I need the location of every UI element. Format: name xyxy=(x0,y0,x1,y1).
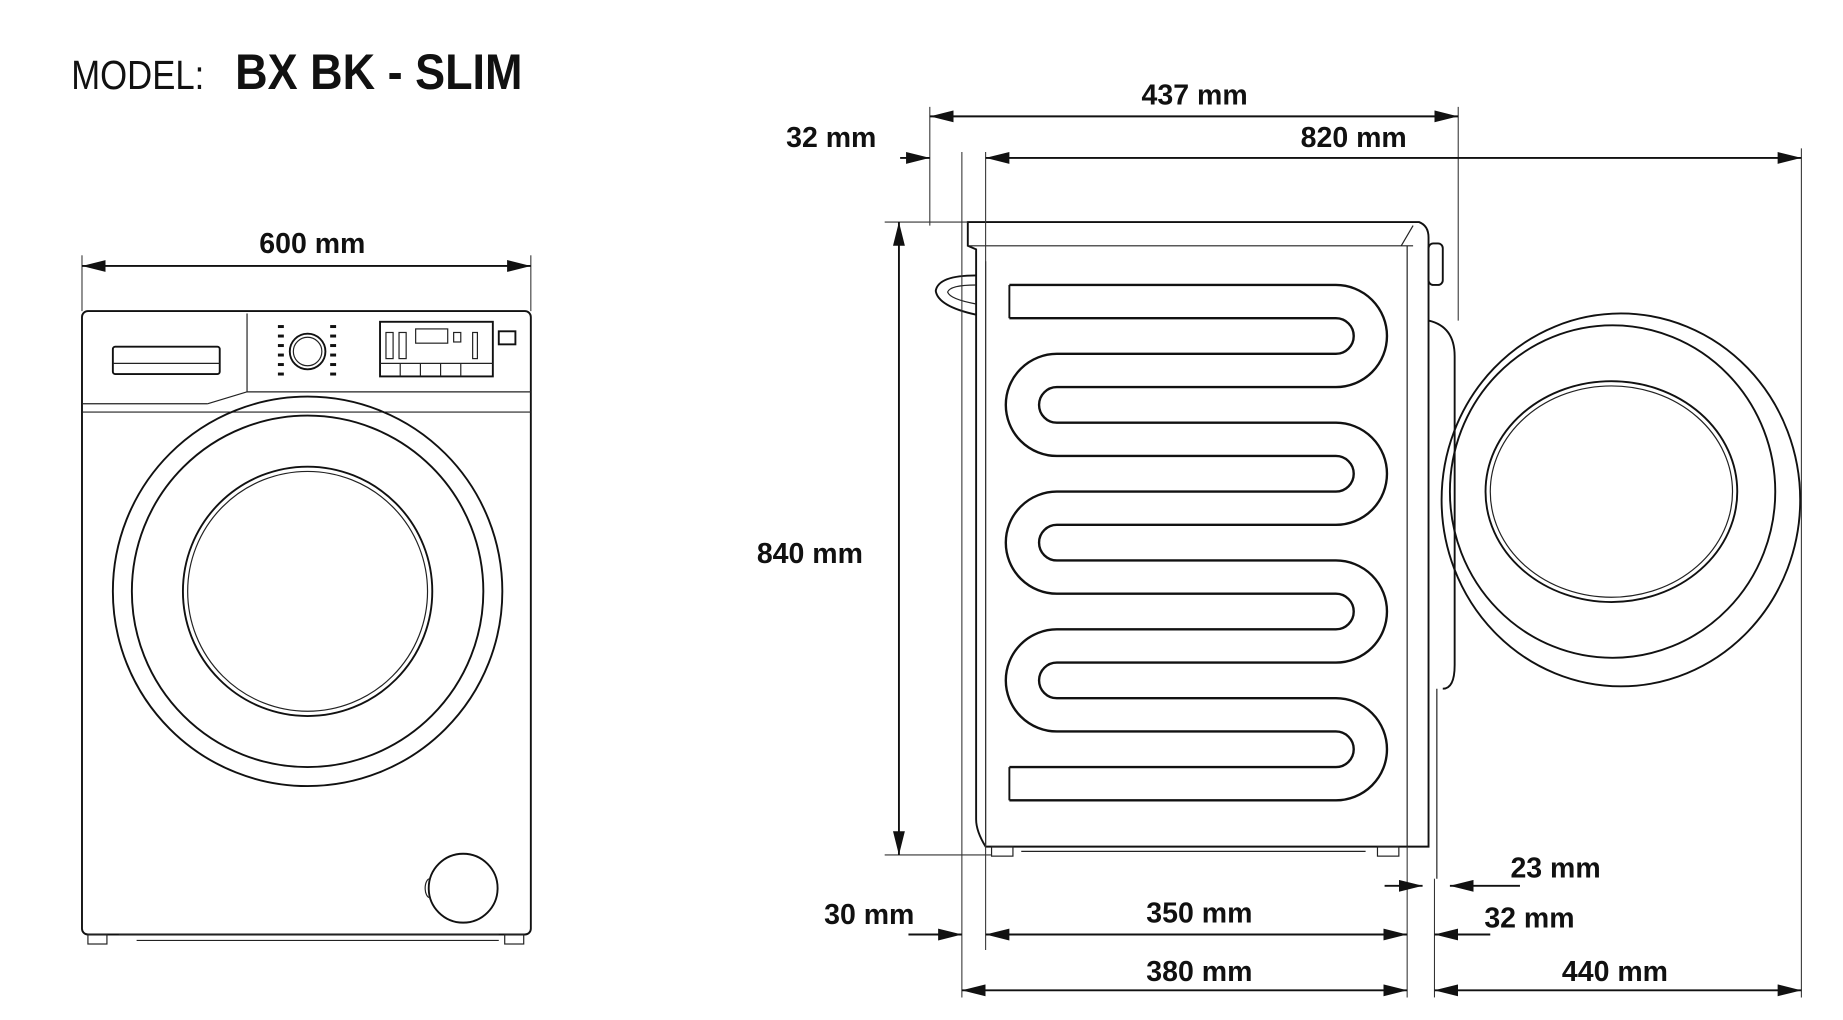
open-door-glass xyxy=(1484,380,1739,603)
front-offset-label: 32 mm xyxy=(1484,902,1574,934)
rear-offset-label: 32 mm xyxy=(786,122,876,154)
open-door-outer xyxy=(1440,312,1802,688)
detergent-drawer xyxy=(111,345,221,375)
model-label: MODEL: xyxy=(71,52,204,98)
door-outer-ring xyxy=(111,395,504,788)
front-width-label: 600 mm xyxy=(259,228,365,260)
door-open-extent-label: 440 mm xyxy=(1562,956,1668,988)
model-name: BX BK - SLIM xyxy=(235,44,522,100)
program-knob xyxy=(288,332,327,371)
depth-door-open-label: 820 mm xyxy=(1301,122,1407,154)
filter-cover xyxy=(427,852,499,924)
front-view xyxy=(81,310,532,945)
door-glass xyxy=(181,465,434,717)
top-depth-label: 437 mm xyxy=(1142,79,1248,111)
serpentine-pattern xyxy=(1004,283,1389,802)
door-gap-label: 23 mm xyxy=(1510,853,1600,885)
side-view xyxy=(934,221,1802,879)
rear-bottom-offset-label: 30 mm xyxy=(824,899,914,931)
total-depth-label: 380 mm xyxy=(1146,956,1252,988)
height-label: 840 mm xyxy=(757,538,863,570)
control-panel xyxy=(379,320,494,378)
body-depth-label: 350 mm xyxy=(1146,898,1252,930)
